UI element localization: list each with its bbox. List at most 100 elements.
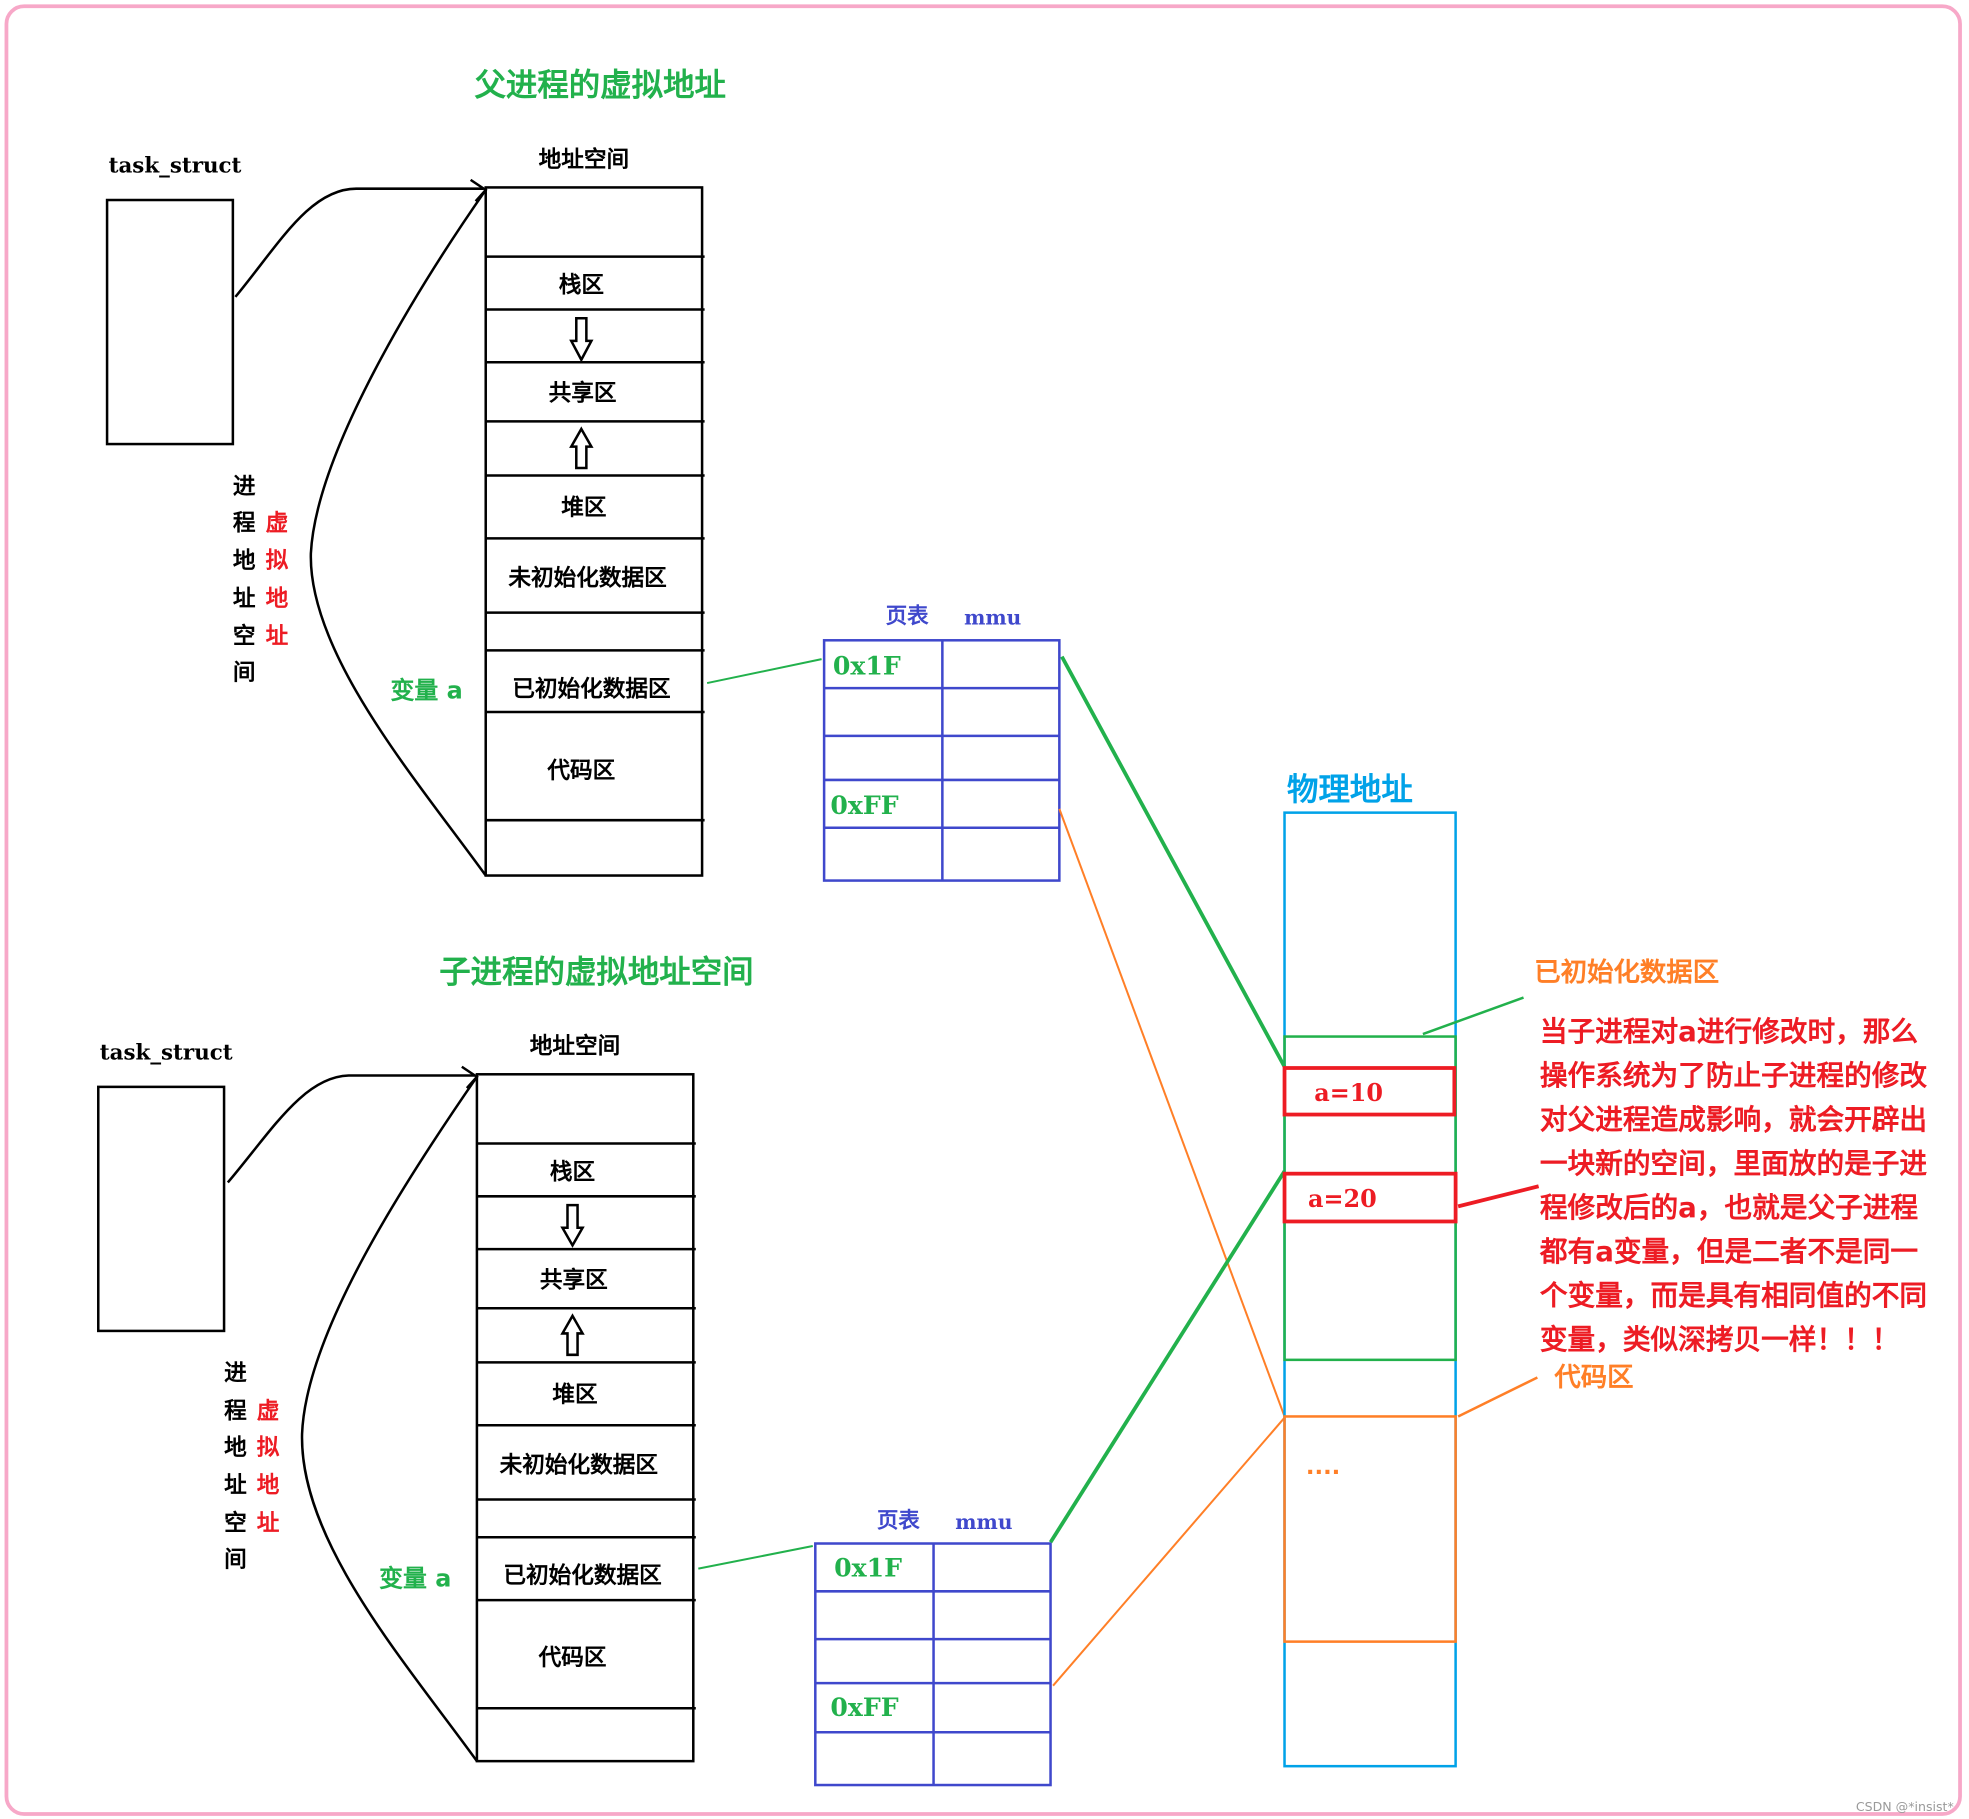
physical-data-region-label: 已初始化数据区 [1534,957,1719,988]
child-data-mapping-line [1048,1170,1287,1544]
parent-address-space-label: 地址空间 [539,146,630,173]
physical-cell-a10 [1282,1066,1457,1117]
physical-code-region [1283,1415,1457,1643]
side-char: 程 [224,1398,247,1424]
watermark: CSDN @*insist* [1856,1799,1954,1814]
region-stack: 栈区 [559,273,604,299]
parent-address-space-bracket [309,189,487,877]
region-shared: 共享区 [540,1267,608,1294]
child-page-table: 0x1F 0xFF [814,1542,1052,1787]
child-variable-to-pagetable-line [698,1545,813,1570]
child-address-space-column: 栈区 共享区 堆区 未初始化数据区 已初始化数据区 代码区 [475,1073,696,1763]
child-address-space-label: 地址空间 [530,1033,621,1060]
child-page-table-label: 页表 [877,1508,920,1533]
page-table-entry-0x1f: 0x1F [834,1552,902,1582]
physical-code-region-label: 代码区 [1553,1362,1633,1393]
child-side-label: 进 程 地 址 空 间 虚 拟 地 址 [224,1361,280,1573]
note-line: 都有a变量，但是二者不是同一 [1539,1235,1919,1268]
parent-address-space-column: 栈区 共享区 堆区 未初始化数据区 已初始化数据区 代码区 [484,186,705,877]
child-task-struct-label: task_struct [100,1040,233,1065]
side-char-red: 拟 [257,1435,280,1461]
child-code-mapping-line [1052,1417,1286,1687]
note-line: 当子进程对a进行修改时，那么 [1540,1015,1918,1048]
region-shared: 共享区 [549,380,617,407]
physical-memory-column [1283,811,1457,1768]
parent-data-mapping-line [1060,655,1287,1068]
note-line: 一块新的空间，里面放的是子进 [1540,1147,1928,1180]
child-variable-label: 变量 a [379,1565,451,1593]
physical-code-ellipsis: .... [1306,1454,1340,1480]
side-char-red: 虚 [257,1398,280,1424]
parent-side-label: 进 程 地 址 空 间 虚 拟 地 址 [233,474,289,686]
side-char: 空 [233,623,256,650]
region-heap: 堆区 [561,495,606,521]
side-char: 程 [233,510,256,536]
outer-border [4,4,1962,1816]
side-char-red: 址 [257,1510,280,1536]
page-table-entry-0xff: 0xFF [830,1692,898,1722]
physical-memory-section: 物理地址 a=10 a=20 .... 已初始化数据区 代码区 [1282,772,1719,1768]
side-char: 址 [233,586,256,612]
parent-task-struct-pointer [234,187,484,298]
parent-task-struct-box [105,198,235,446]
child-mmu-label: mmu [955,1510,1012,1534]
region-heap: 堆区 [552,1382,597,1408]
region-code: 代码区 [546,758,615,784]
child-task-struct-box [97,1085,226,1333]
side-char: 地 [233,548,256,574]
parent-mmu-label: mmu [964,606,1021,630]
region-bss: 未初始化数据区 [508,565,666,592]
parent-page-table: 0x1F 0xFF [822,639,1061,882]
physical-value-a10: a=10 [1314,1079,1383,1107]
side-char-red: 虚 [266,510,289,536]
note-line: 操作系统为了防止子进程的修改 [1540,1059,1928,1092]
physical-data-label-pointer [1422,996,1524,1036]
region-data: 已初始化数据区 [512,675,670,702]
side-char: 空 [224,1509,247,1536]
parent-title: 父进程的虚拟地址 [474,68,726,104]
child-pointer-arrowhead [461,1065,479,1089]
side-char-red: 址 [266,624,289,650]
child-title: 子进程的虚拟地址空间 [439,954,753,990]
down-arrow-icon [560,1203,585,1248]
side-char-red: 地 [266,586,289,612]
side-char-red: 拟 [266,548,289,574]
physical-cell-a20 [1282,1171,1458,1224]
up-arrow-icon [560,1313,585,1357]
parent-pointer-arrowhead [469,178,488,203]
parent-variable-label: 变量 a [390,677,462,705]
region-data: 已初始化数据区 [503,1562,661,1589]
parent-address-space-box [484,186,704,877]
note-line: 变量，类似深拷贝一样！！！ [1540,1323,1900,1356]
side-char: 地 [224,1435,247,1461]
parent-task-struct-label: task_struct [109,154,242,179]
physical-memory-title: 物理地址 [1287,772,1413,808]
side-char: 进 [233,474,256,500]
parent-process-section: 父进程的虚拟地址 task_struct 地址空间 栈区 共享区 堆区 未初始化… [105,68,1287,1417]
side-char-red: 地 [257,1473,280,1499]
side-char: 间 [233,660,256,686]
page-table-entry-0xff: 0xFF [830,790,898,820]
note-line: 对父进程造成影响，就会开辟出 [1540,1103,1927,1136]
physical-value-a20: a=20 [1308,1185,1377,1213]
child-process-section: 子进程的虚拟地址空间 task_struct 地址空间 栈区 共享区 堆区 未初… [97,954,1287,1787]
child-address-space-bracket [300,1076,478,1762]
child-task-struct-pointer [226,1074,475,1184]
note-line: 程修改后的a，也就是父子进程 [1540,1191,1919,1224]
note-line: 个变量，而是具有相同值的不同 [1540,1279,1927,1312]
child-address-space-box [475,1073,695,1763]
parent-page-table-label: 页表 [886,604,929,629]
down-arrow-icon [569,317,594,363]
copy-on-write-note: 当子进程对a进行修改时，那么 操作系统为了防止子进程的修改 对父进程造成影响，就… [1539,1015,1928,1356]
note-pointer-line [1457,1184,1540,1209]
side-char: 址 [224,1473,247,1499]
side-char: 间 [224,1547,247,1573]
region-bss: 未初始化数据区 [500,1452,658,1479]
side-char: 进 [224,1361,247,1387]
parent-code-mapping-line [1058,808,1286,1417]
physical-code-label-pointer [1457,1376,1538,1418]
parent-variable-to-pagetable-line [706,658,822,685]
page-table-entry-0x1f: 0x1F [833,650,901,680]
region-code: 代码区 [538,1645,607,1671]
